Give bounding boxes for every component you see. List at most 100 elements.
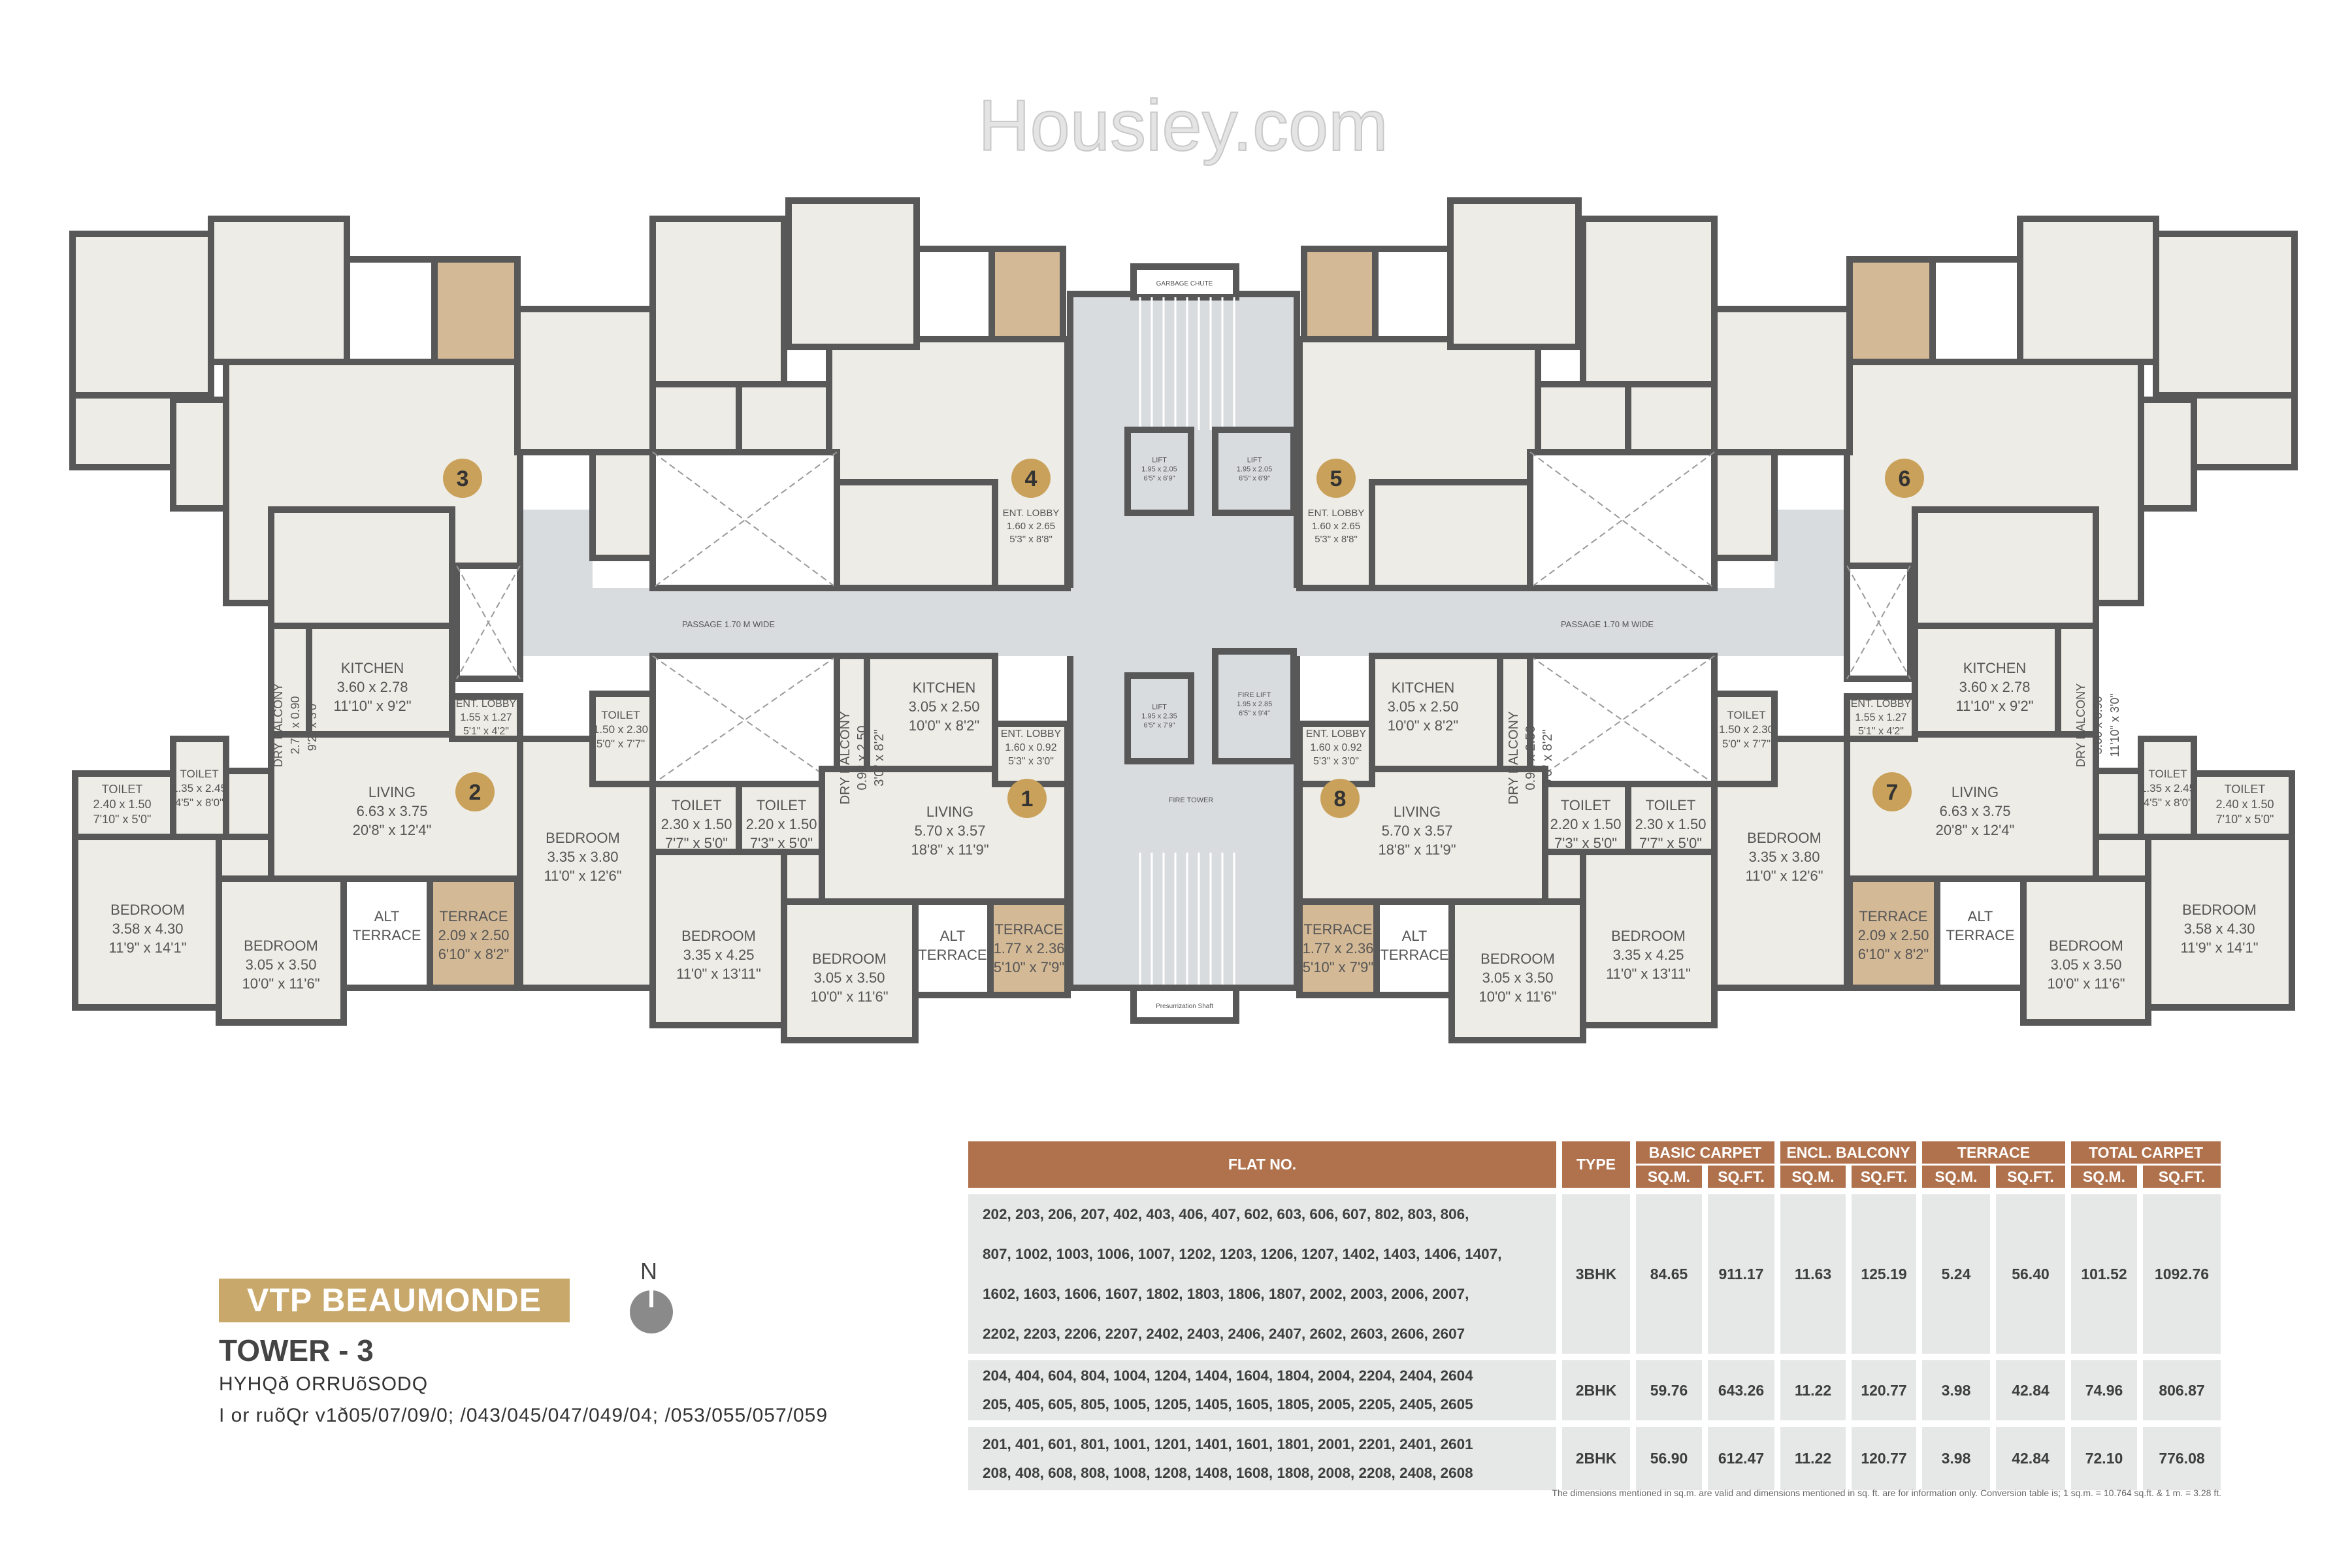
room-label: ENT. LOBBY [1308, 508, 1365, 519]
flat-numbers-line: 807, 1002, 1003, 1006, 1007, 1202, 1203,… [983, 1246, 1502, 1262]
flat-7-room [2055, 623, 2099, 738]
room-label: TERRACE [1946, 927, 2014, 943]
area-value-cell: 643.26 [1708, 1360, 1774, 1420]
header-sqm: SQ.M. [1922, 1164, 1990, 1188]
flat-3-room [589, 449, 656, 561]
room-label: 7'7" x 5'0" [1639, 835, 1702, 851]
pressurization-shaft [1130, 985, 1239, 1024]
room-label: 10'0" x 11'6" [1478, 988, 1556, 1005]
room-label: 6'10" x 8'2" [438, 946, 509, 962]
area-value-cell: 612.47 [1708, 1427, 1774, 1490]
room-label: TOILET [1561, 797, 1611, 813]
flat-7-room [1711, 691, 1778, 787]
area-value-cell: 56.90 [1636, 1427, 1702, 1490]
area-value-cell: 11.63 [1780, 1194, 1846, 1354]
area-value-cell: 42.84 [1996, 1427, 2065, 1490]
area-value-cell: 806.87 [2143, 1360, 2221, 1420]
flat-5-room [1535, 381, 1631, 455]
room-label: 2.30 x 1.50 [661, 816, 732, 832]
room-label: TOILET [2225, 783, 2266, 796]
flat-8-room [1296, 898, 1380, 998]
room-label: 5'3" x 8'8" [1315, 534, 1358, 545]
lift-size: 1.95 x 2.05 [1141, 466, 1177, 474]
shaft-cross-line [1529, 655, 1715, 785]
room-label: DRY BALCONY [2074, 683, 2087, 767]
table-row: 204, 404, 604, 804, 1004, 1204, 1404, 16… [968, 1360, 2221, 1420]
flat-number-1: 1 [1021, 787, 1034, 811]
flat-6-room [2138, 397, 2197, 512]
room-label: ENT. LOBBY [456, 698, 517, 710]
room-label: 1.60 x 0.92 [1310, 742, 1362, 753]
lift-label: LIFT [1247, 457, 1262, 465]
header-sqm: SQ.M. [1636, 1164, 1702, 1188]
room-label: 7'3" x 5'0" [750, 835, 813, 851]
lift-size: 1.95 x 2.85 [1237, 700, 1272, 708]
room-label: 5'0" x 7'7" [1722, 738, 1771, 750]
header-terrace: TERRACE [1922, 1141, 2065, 1164]
area-value-cell: 72.10 [2071, 1427, 2137, 1490]
room-label: 11'10" x 3'0" [2108, 693, 2121, 757]
room-label: TOILET [2148, 768, 2187, 780]
flat-5-room [1372, 246, 1454, 342]
room-label: 1.77 x 2.36 [1303, 940, 1374, 956]
room-label: 1.77 x 2.36 [994, 940, 1065, 956]
flat-7-room [2093, 834, 2151, 882]
flat-3-room [69, 231, 214, 399]
flat-4-room [649, 216, 787, 387]
room-label: 1.50 x 2.30 [593, 723, 648, 736]
area-value-cell: 3.98 [1922, 1427, 1990, 1490]
room-label: 10'0" x 8'2" [1388, 717, 1458, 734]
floor-plan-subtitle: HYHQð ORRUõSODQ [219, 1373, 429, 1395]
room-label: ALT [1402, 928, 1428, 944]
table-row: 201, 401, 601, 801, 1001, 1201, 1401, 16… [968, 1427, 2221, 1490]
flat-7-room [2093, 768, 2144, 840]
flat-3-room [208, 216, 350, 365]
flat-6-room [1711, 306, 1853, 455]
room-label: TOILET [672, 797, 722, 813]
header-flat-no: FLAT NO. [968, 1141, 1556, 1188]
flat-2-room [427, 875, 521, 991]
room-label: 3.35 x 3.80 [1749, 849, 1820, 865]
flat-1-room [834, 653, 870, 772]
flat-6-room [1929, 256, 2023, 365]
room-label: 10'0" x 11'6" [2047, 975, 2125, 992]
flat-numbers-line: 1602, 1603, 1606, 1607, 1802, 1803, 1806… [983, 1286, 1469, 1302]
lift-size-imperial: 6'5" x 7'9" [1143, 722, 1175, 730]
room-label: 20'8" x 12'4" [353, 822, 432, 838]
flat-5-room [1301, 246, 1379, 342]
fire-tower-label: FIRE TOWER [1169, 796, 1214, 804]
room-label: 5.70 x 3.57 [1382, 823, 1453, 839]
area-value-cell: 911.17 [1708, 1194, 1774, 1354]
room-label: 5'0" x 7'7" [596, 738, 645, 750]
shaft-cross-line [652, 451, 838, 589]
shaft-cross-line [1529, 655, 1715, 785]
shaft-cross-line [652, 655, 838, 785]
flat-5-room [1625, 381, 1718, 455]
room-label: 2.09 x 2.50 [438, 927, 510, 943]
watermark: Housiey.com [978, 86, 1388, 166]
flat-6-room [1846, 256, 1936, 365]
flat-numbers-cell: 202, 203, 206, 207, 402, 403, 406, 407, … [968, 1194, 1556, 1354]
flat-8-room [1296, 721, 1375, 787]
room-label: 11'0" x 12'6" [1745, 868, 1823, 884]
room-label: BEDROOM [110, 902, 185, 918]
room-label: 1.50 x 2.30 [1719, 723, 1774, 736]
room-label: ENT. LOBBY [1001, 728, 1062, 740]
flat-4-room [913, 246, 995, 342]
flat-marker-3 [443, 459, 482, 498]
room-label: 1.60 x 2.65 [1007, 521, 1055, 532]
passage [1774, 510, 1847, 591]
room-label: BEDROOM [1480, 951, 1555, 967]
header-sqft: SQ.FT. [1996, 1164, 2065, 1188]
flat-4-room [988, 246, 1066, 342]
room-label: BEDROOM [244, 938, 318, 954]
passage-label-right: PASSAGE 1.70 M WIDE [1561, 619, 1654, 629]
room-label: TERRACE [1859, 908, 1927, 924]
area-table: FLAT NO. TYPE BASIC CARPET ENCL. BALCONY… [962, 1141, 2227, 1490]
area-value-cell: 3.98 [1922, 1360, 1990, 1420]
flat-4-room [785, 197, 920, 350]
lift-size-imperial: 6'5" x 6'9" [1239, 475, 1270, 483]
room-label: 2.09 x 2.50 [1858, 927, 1929, 943]
room-label: 1.60 x 0.92 [1005, 742, 1056, 753]
flat-number-3: 3 [457, 466, 469, 491]
